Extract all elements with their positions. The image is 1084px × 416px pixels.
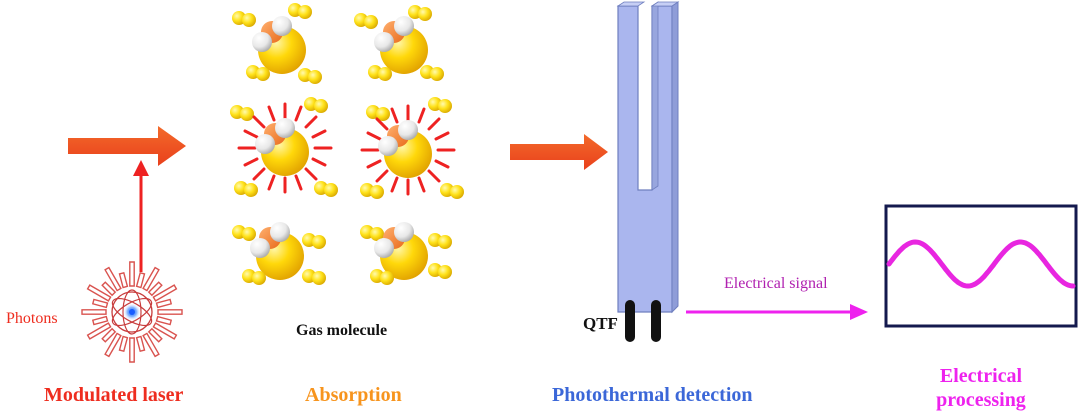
electrical-signal-label: Electrical signal bbox=[724, 275, 828, 292]
electrical-processing-title: Electrical processing bbox=[916, 364, 1046, 412]
qtf-electrodes bbox=[625, 300, 661, 342]
electrical-processing-line1: Electrical bbox=[939, 365, 1023, 387]
processing-frame bbox=[884, 204, 1078, 328]
excitation-arrow bbox=[510, 134, 608, 170]
photon-arrow bbox=[133, 160, 149, 272]
gas-molecules bbox=[230, 3, 464, 285]
photon-source-icon bbox=[81, 261, 183, 363]
gas-molecule-label: Gas molecule bbox=[296, 322, 388, 339]
laser-beam-arrow bbox=[68, 126, 186, 166]
photothermal-detection-title: Photothermal detection bbox=[552, 384, 753, 406]
photons-label: Photons bbox=[6, 310, 58, 327]
sine-wave bbox=[886, 239, 1076, 289]
qtf-label: QTF bbox=[583, 314, 618, 333]
electrical-signal-arrow bbox=[686, 304, 868, 320]
absorption-title: Absorption bbox=[305, 384, 402, 406]
modulated-laser-title: Modulated laser bbox=[44, 384, 184, 406]
qtf-tuning-fork bbox=[616, 1, 680, 314]
electrical-processing-line2: processing bbox=[936, 389, 1026, 411]
